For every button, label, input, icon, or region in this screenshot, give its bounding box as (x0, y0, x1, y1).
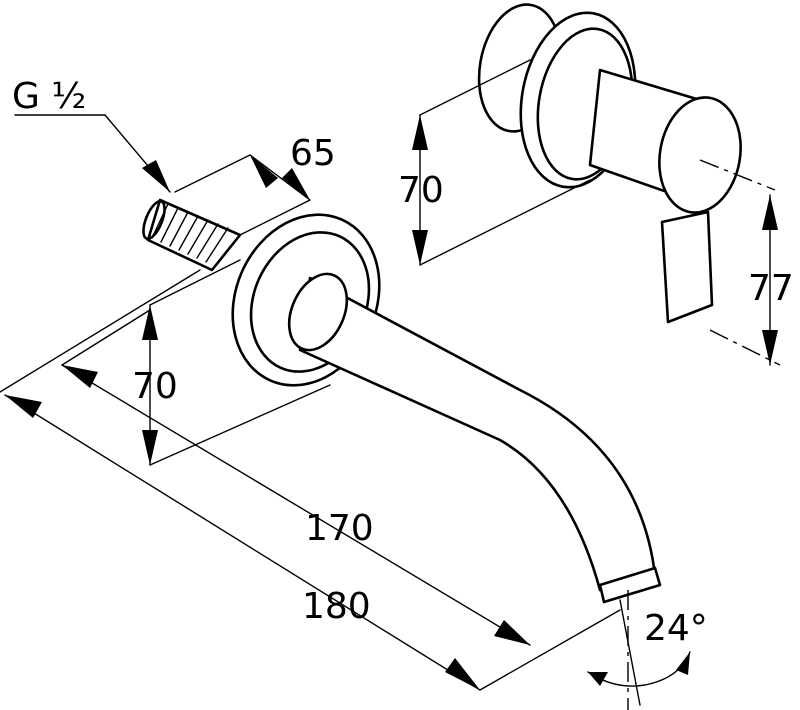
thread-connector (142, 198, 242, 272)
dim-77-label: 77 (748, 268, 794, 309)
mixer-control (477, 3, 742, 324)
spout-pipe (287, 272, 662, 604)
arrowheads (5, 115, 778, 690)
dim-70-right-label: 70 (398, 170, 444, 211)
dim-65-label: 65 (290, 133, 336, 174)
dim-180-label: 180 (302, 586, 371, 627)
dimension-lines (0, 59, 781, 710)
dim-70-left-label: 70 (132, 366, 178, 407)
thread-label: G ½ (12, 76, 86, 117)
dimension-labels: G ½ 65 70 70 77 170 180 24° (12, 76, 794, 649)
dim-170-label: 170 (305, 508, 374, 549)
spout (142, 198, 662, 604)
angle-24-label: 24° (644, 608, 708, 649)
